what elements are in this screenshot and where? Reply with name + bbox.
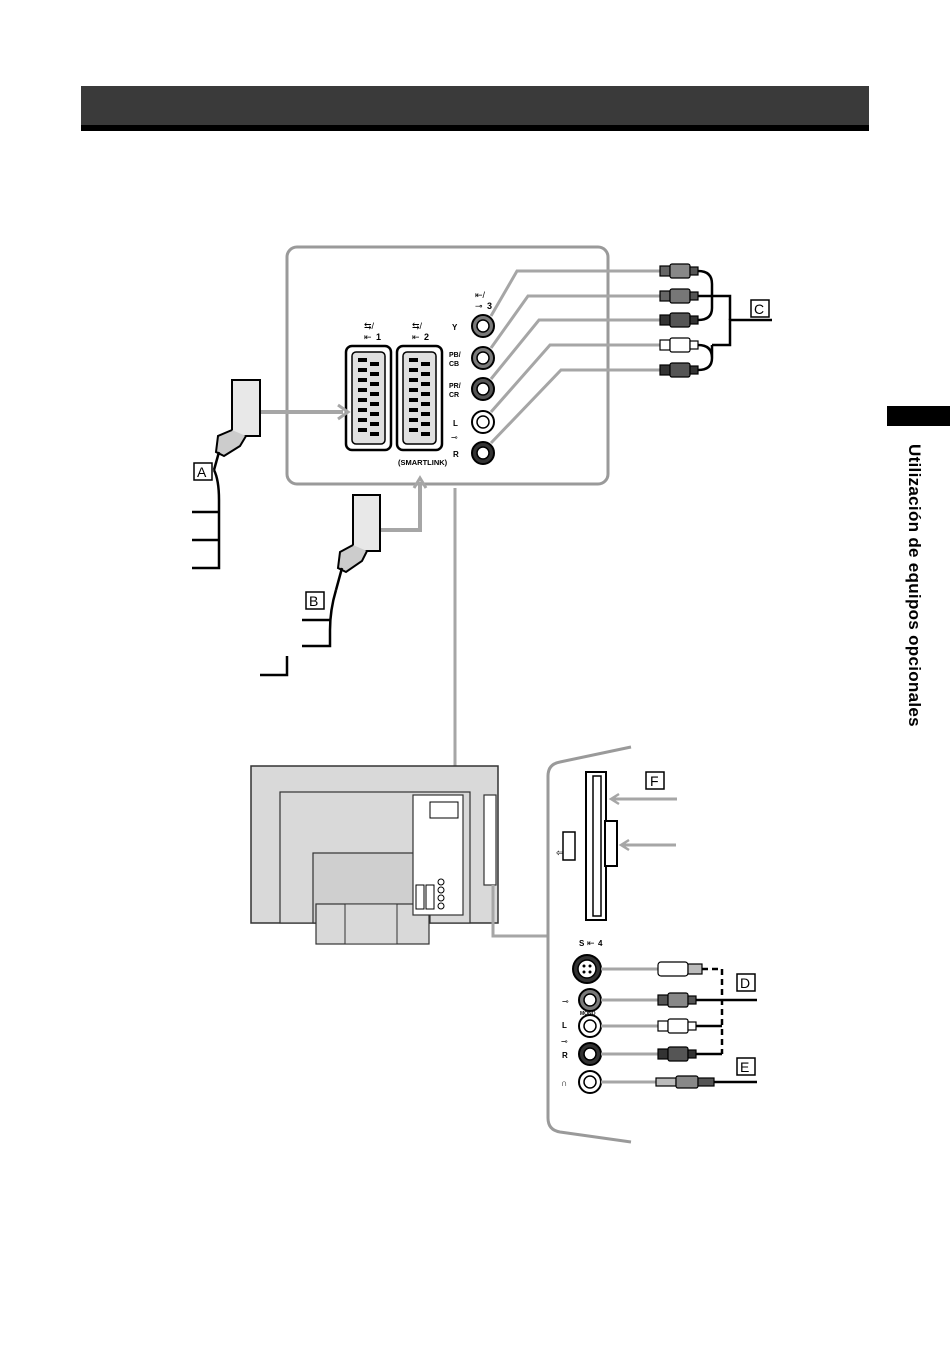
s-video-icon: ⇤ <box>587 938 595 948</box>
callout-c-label: C <box>754 301 764 317</box>
component-icon: ⇤/ <box>475 290 486 300</box>
headphone-icon: ∩ <box>561 1078 567 1088</box>
audio-l-label: L <box>453 419 458 428</box>
callout-d-label: D <box>740 975 750 991</box>
scart-2-out-icon: ⇤ <box>412 332 420 342</box>
jack-pb <box>472 347 494 369</box>
side-audio-r-label: R <box>562 1051 568 1060</box>
scart-2-label: 2 <box>424 332 429 342</box>
side-audio-r-jack <box>579 1043 601 1065</box>
pb-label: PB/ <box>449 352 461 359</box>
callout-b: B <box>306 592 324 609</box>
side-audio-input-icon: ⊸ <box>561 1037 568 1046</box>
video-jack <box>579 989 601 1011</box>
smartlink-label: (SMARTLINK) <box>398 458 448 467</box>
cr-label: CR <box>449 392 459 399</box>
side-audio-l-label: L <box>562 1021 567 1030</box>
top-connector-panel: ⇆/ ⇤ 1 ⇆/ ⇤ 2 (SMARTLINK) ⇤/ ⊸ 3 <box>287 247 608 484</box>
callout-c: C <box>751 300 769 317</box>
scart-2-icon: ⇆/ <box>412 321 423 331</box>
side-audio-l-jack <box>579 1015 601 1037</box>
rca-plugs-top <box>660 264 698 377</box>
scart-1-out-icon: ⇤ <box>364 332 372 342</box>
component-cable-bundle <box>698 271 772 370</box>
scart-1-label: 1 <box>376 332 381 342</box>
s-video-number: 4 <box>598 939 603 948</box>
audio-input-icon: ⊸ <box>451 433 458 442</box>
headphone-jack <box>579 1071 601 1093</box>
component-input-icon: ⊸ <box>475 301 483 311</box>
video-input-icon: ⊸ <box>562 997 569 1006</box>
s-video-jack <box>573 955 601 983</box>
scart-plug-b <box>260 478 426 675</box>
callout-a-label: A <box>197 464 207 480</box>
scart-1-icon: ⇆/ <box>364 321 375 331</box>
callout-d: D <box>737 974 755 991</box>
callout-f-label: F <box>650 773 659 789</box>
jack-pr <box>472 378 494 400</box>
y-label: Y <box>452 323 458 332</box>
pr-label: PR/ <box>449 383 461 390</box>
callout-b-label: B <box>309 593 318 609</box>
cb-label: CB <box>449 361 459 368</box>
s-video-label: S <box>579 939 585 948</box>
scart-1-connector <box>346 346 391 450</box>
callout-a: A <box>194 463 212 480</box>
audio-r-label: R <box>453 450 459 459</box>
tv-rear-view <box>251 766 498 944</box>
callout-e: E <box>737 1058 755 1075</box>
jack-audio-r <box>472 442 494 464</box>
jack-y <box>472 315 494 337</box>
scart-2-connector <box>397 346 442 450</box>
component-input-number: 3 <box>487 301 492 311</box>
jack-audio-l <box>472 411 494 433</box>
side-link-line <box>493 885 548 936</box>
callout-e-label: E <box>740 1059 749 1075</box>
callout-f: F <box>646 772 664 789</box>
